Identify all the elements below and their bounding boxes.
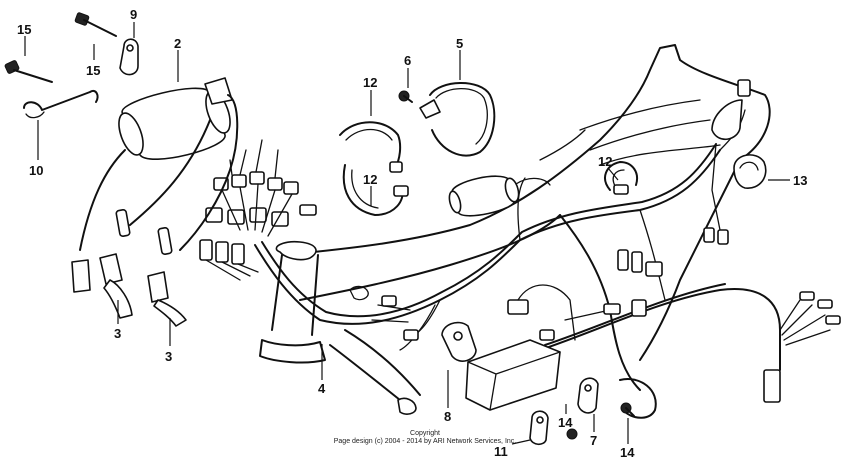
- bolt-right: [74, 12, 117, 37]
- connector-cluster-center: [371, 284, 621, 341]
- screw-14-right: [620, 402, 635, 417]
- callout-13: 13: [793, 173, 807, 188]
- callout-12: 12: [598, 154, 612, 169]
- callout-11: 11: [494, 444, 508, 459]
- screw-14-left: [566, 428, 578, 440]
- screw-6: [398, 90, 413, 103]
- band-5: [419, 82, 496, 157]
- callout-15: 15: [86, 63, 100, 78]
- callout-2: 2: [174, 36, 181, 51]
- plug-cap-right: [147, 271, 187, 327]
- leader-lines: [24, 22, 790, 445]
- ignition-coil: [79, 77, 239, 255]
- clip-11: [529, 410, 549, 446]
- frame-body: [259, 44, 771, 419]
- callouts: 15 15 9 2 10 3 3 12 12 6 5 12 13 4 8 11 …: [17, 7, 807, 460]
- band-12-upper: [339, 121, 403, 173]
- callout-12: 12: [363, 172, 377, 187]
- copyright-label: Copyright: [410, 430, 440, 437]
- callout-4: 4: [318, 381, 326, 396]
- callout-9: 9: [130, 7, 137, 22]
- callout-10: 10: [29, 163, 43, 178]
- callout-14: 14: [620, 445, 635, 460]
- band-12-lower: [342, 164, 409, 216]
- cap-13: [733, 154, 767, 189]
- callout-7: 7: [590, 433, 597, 448]
- main-wire-harness: [254, 109, 781, 371]
- copyright-notice: Page design (c) 2004 - 2014 by ARI Netwo…: [333, 438, 517, 445]
- bracket-8: [441, 321, 477, 362]
- callout-5: 5: [456, 36, 463, 51]
- clip-7: [577, 377, 599, 414]
- condenser: [448, 175, 551, 217]
- callout-3: 3: [165, 349, 172, 364]
- bolt-left: [4, 60, 53, 83]
- callout-12: 12: [363, 75, 377, 90]
- regulator-unit: [465, 329, 561, 411]
- stay-rod-10: [23, 90, 99, 119]
- clamp-9: [119, 38, 139, 76]
- band-12-right: [604, 161, 638, 195]
- callout-3: 3: [114, 326, 121, 341]
- callout-8: 8: [444, 409, 451, 424]
- plug-cap-left: [71, 253, 133, 319]
- callout-6: 6: [404, 53, 411, 68]
- connector-cluster-right: [617, 79, 841, 403]
- callout-14: 14: [558, 415, 573, 430]
- callout-15: 15: [17, 22, 31, 37]
